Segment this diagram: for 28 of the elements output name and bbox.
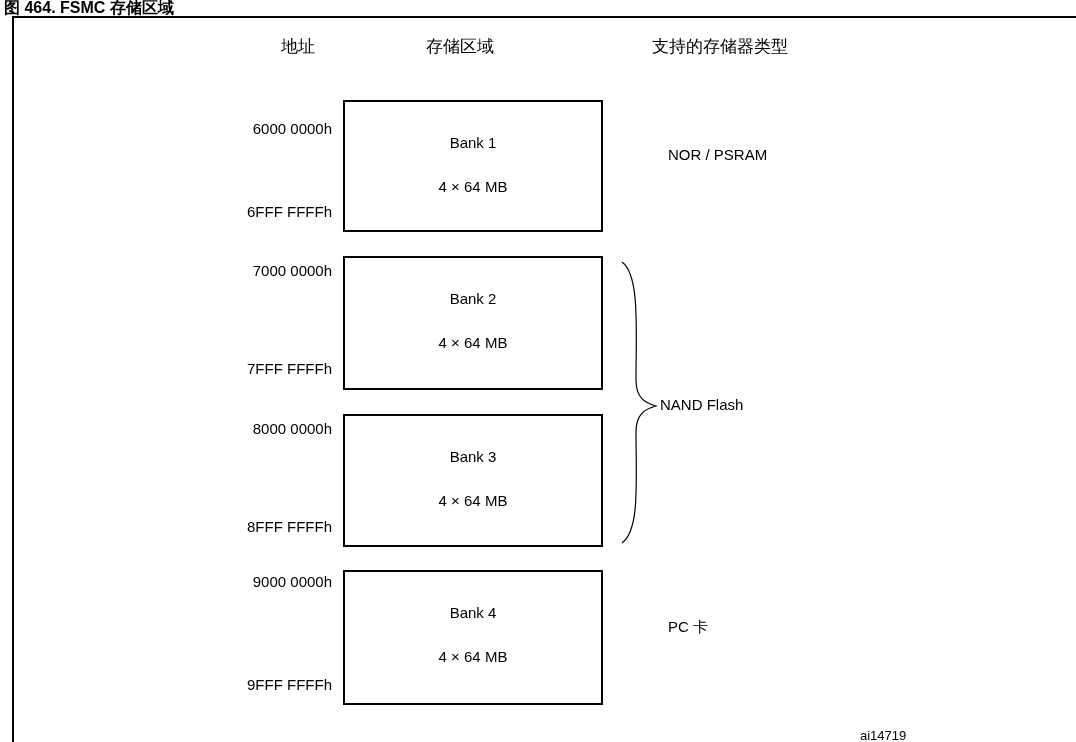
bank-name: Bank 1 (448, 134, 498, 151)
column-header: 地址 (281, 36, 315, 58)
bank-size: 4 × 64 MB (437, 178, 509, 195)
column-header: 存储区域 (426, 36, 494, 58)
address-label: 7000 0000h (252, 262, 332, 279)
memory-bank-box (343, 100, 603, 232)
figure-id: ai14719 (860, 728, 907, 742)
memory-bank-box (343, 414, 603, 547)
memory-bank-box (343, 256, 603, 390)
bank-size: 4 × 64 MB (437, 492, 509, 509)
bank-name: Bank 3 (448, 448, 498, 465)
memory-type-label: NAND Flash (660, 396, 744, 413)
address-label: 6FFF FFFFh (247, 203, 332, 220)
memory-bank-box (343, 570, 603, 705)
memory-type-label: NOR / PSRAM (668, 146, 768, 163)
column-header: 支持的存储器类型 (652, 36, 788, 58)
address-label: 8FFF FFFFh (247, 518, 332, 535)
address-label: 6000 0000h (252, 120, 332, 137)
address-label: 9FFF FFFFh (247, 676, 332, 693)
figure-title: 图 464. FSMC 存储区域 (4, 0, 174, 18)
bank-name: Bank 4 (448, 604, 498, 621)
address-label: 8000 0000h (252, 420, 332, 437)
bank-size: 4 × 64 MB (437, 334, 509, 351)
address-label: 9000 0000h (252, 573, 332, 590)
memory-type-label: PC 卡 (668, 618, 708, 637)
bank-size: 4 × 64 MB (437, 648, 509, 665)
bank-name: Bank 2 (448, 290, 498, 307)
address-label: 7FFF FFFFh (247, 360, 332, 377)
